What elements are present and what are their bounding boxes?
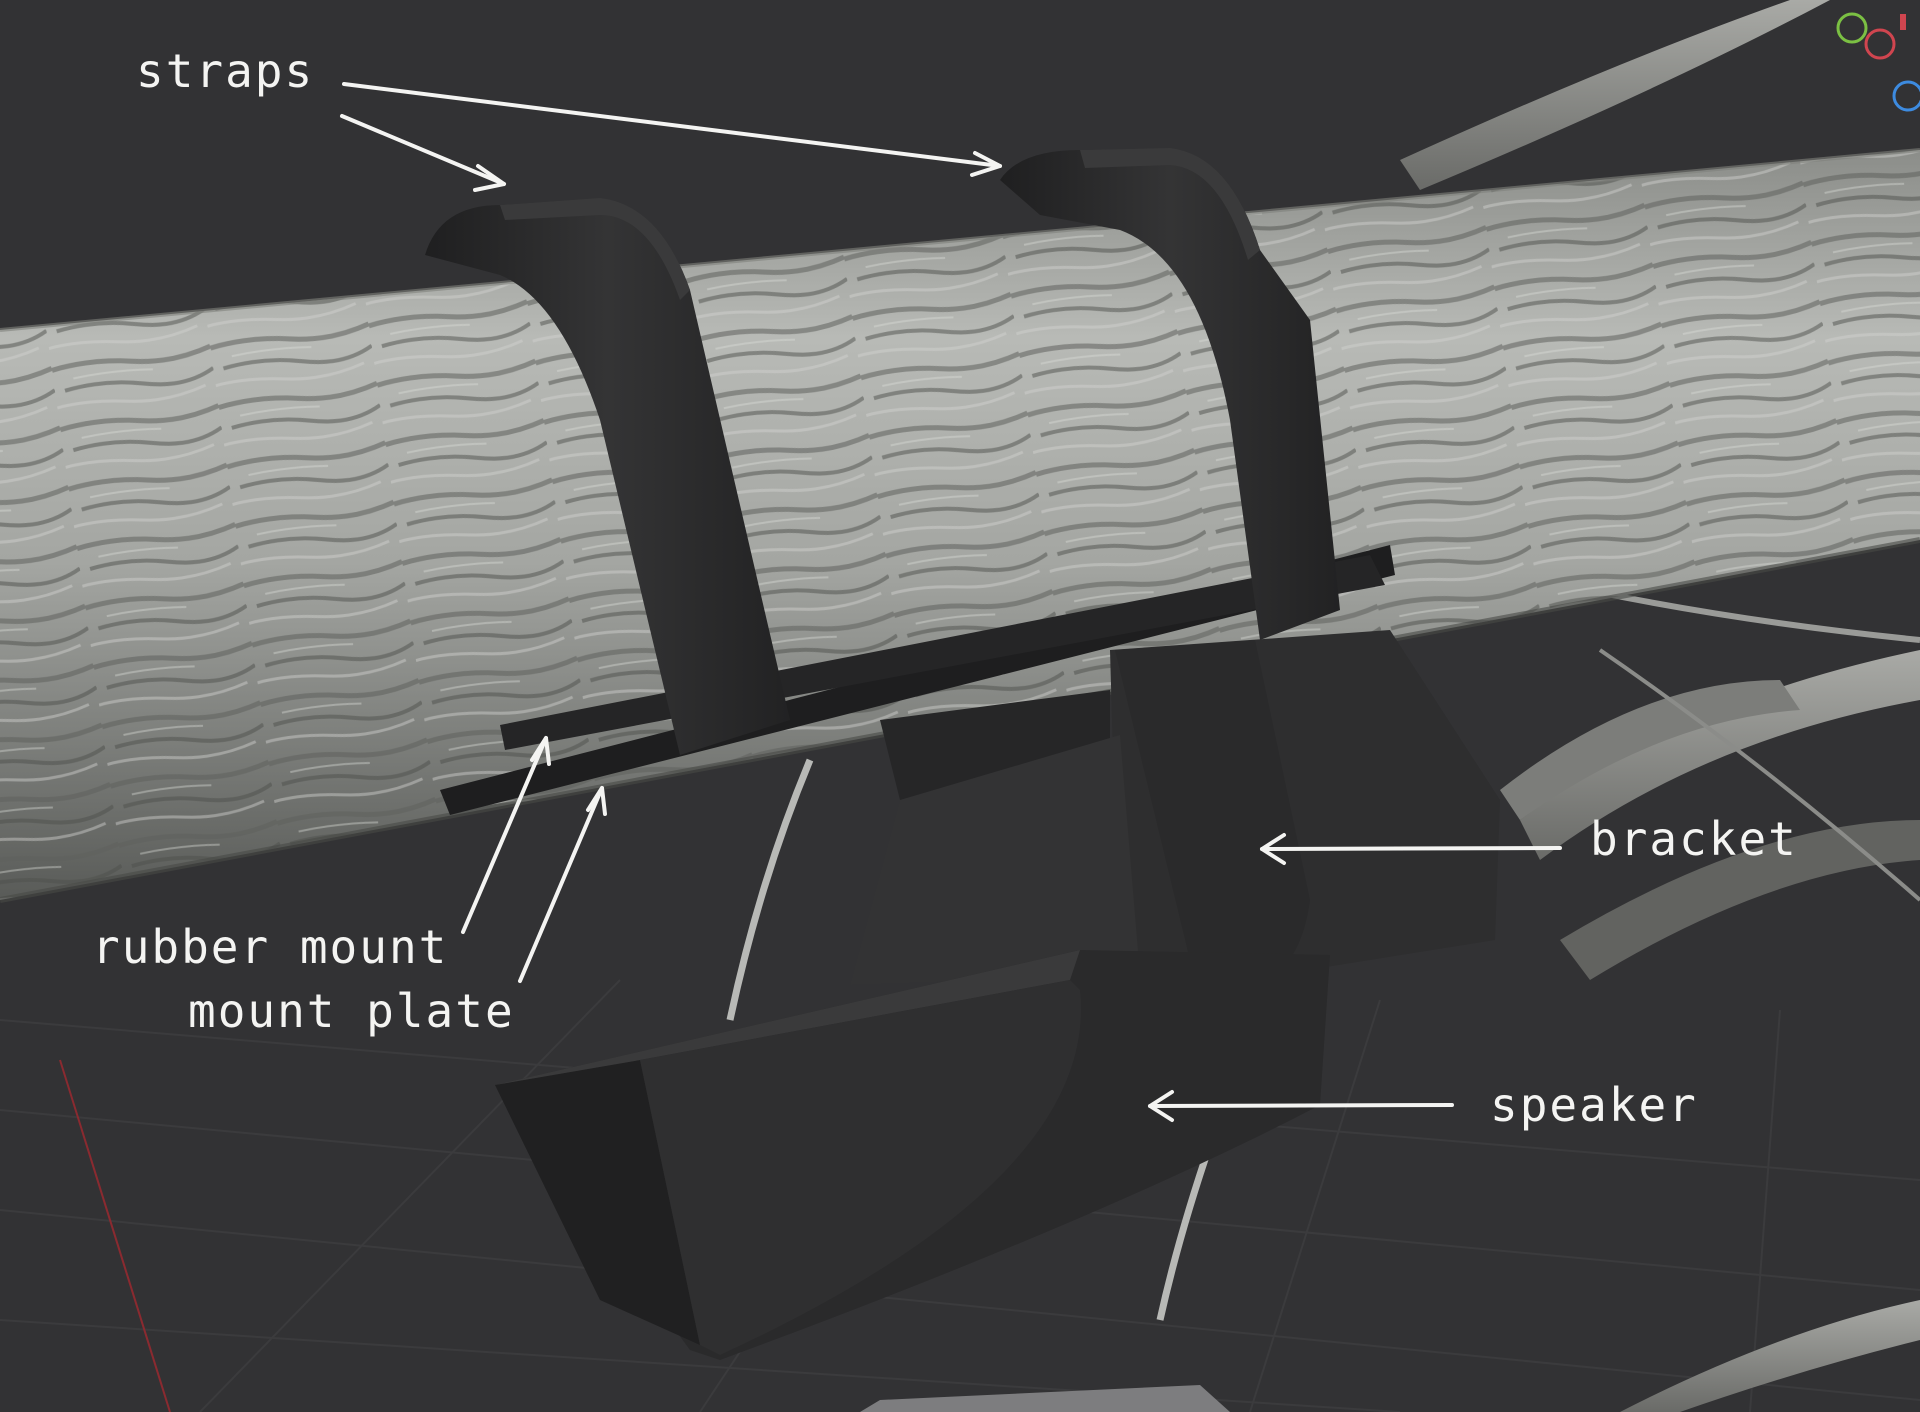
label-bracket: bracket xyxy=(1590,812,1798,866)
bracket-shape xyxy=(850,630,1500,1000)
background-branches xyxy=(726,0,1920,1412)
label-mount-plate: mount plate xyxy=(188,984,515,1038)
speaker-shape xyxy=(495,950,1330,1360)
arrow-straps-left xyxy=(340,114,506,192)
tree-branch-log xyxy=(0,148,1920,903)
arrow-straps-right xyxy=(342,82,1002,177)
axis-gizmo-icon xyxy=(1836,12,1920,112)
floor-slab xyxy=(860,1385,1230,1412)
x-axis-line xyxy=(59,1059,171,1412)
annotation-arrows xyxy=(340,82,1562,1122)
label-straps: straps xyxy=(136,44,315,98)
arrow-mount-plate xyxy=(518,786,607,983)
label-speaker: speaker xyxy=(1490,1078,1698,1132)
arrow-bracket xyxy=(1260,833,1562,865)
arrow-speaker xyxy=(1148,1090,1454,1122)
strap-right xyxy=(1000,148,1340,640)
strap-left xyxy=(425,198,790,755)
label-rubber-mount: rubber mount xyxy=(92,920,449,974)
arrow-rubber-mount xyxy=(461,736,551,934)
